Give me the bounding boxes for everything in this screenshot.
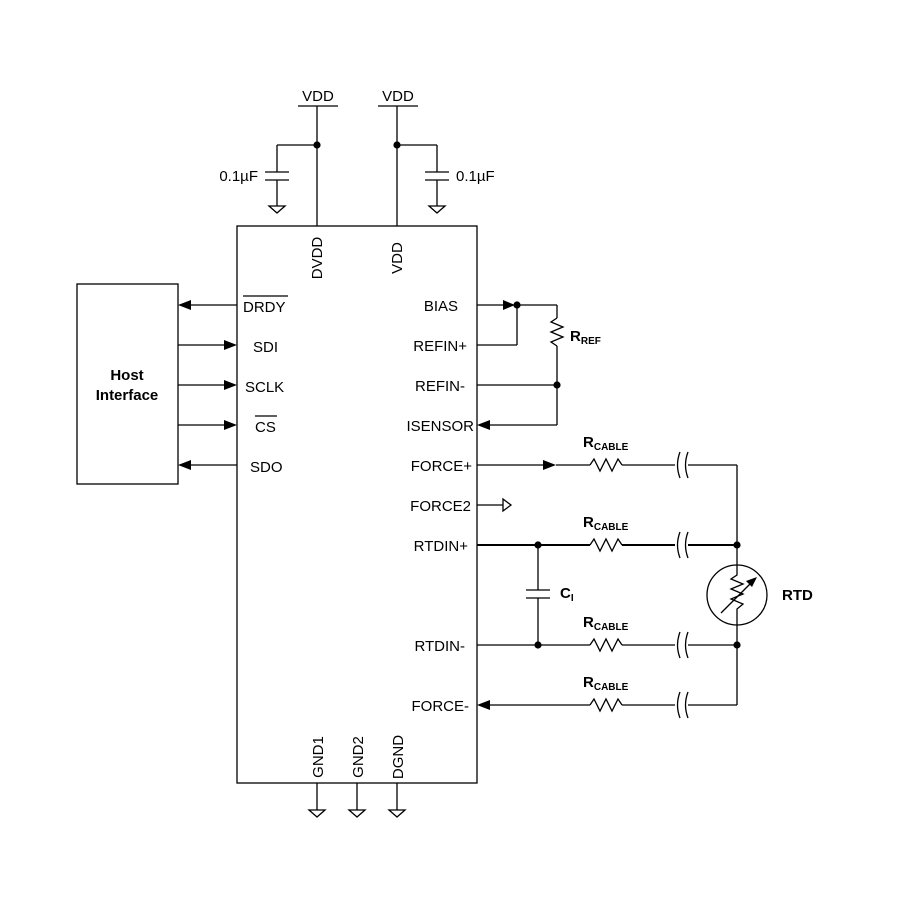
- variable-arrow-icon: [720, 579, 755, 614]
- arrow-head-icon: [746, 577, 757, 587]
- ground-icon: [307, 809, 327, 818]
- arrow-right-icon: [543, 460, 556, 470]
- pin-rtdin-plus: RTDIN+: [414, 538, 469, 555]
- cable-label-4: RCABLE: [583, 674, 629, 693]
- decoupling-capacitor-left: 0.1µF: [219, 168, 289, 214]
- pin-dvdd: DVDD: [309, 237, 326, 280]
- pin-gnd1: GND1: [310, 736, 327, 778]
- arrow-left-icon: [477, 420, 490, 430]
- pin-bias: BIAS: [424, 298, 458, 315]
- cable-resistor-4: [589, 697, 623, 713]
- cable-break-icon: [676, 631, 681, 659]
- pin-cs: CS: [255, 419, 276, 436]
- cap-left-label: 0.1µF: [219, 168, 258, 185]
- rtd-resistor: [729, 565, 745, 625]
- spi-signal-lines: [178, 300, 237, 470]
- pin-force-minus: FORCE-: [412, 698, 470, 715]
- pin-force-plus: FORCE+: [411, 458, 473, 475]
- rref-label: RREF: [570, 328, 601, 347]
- cable-label-1: RCABLE: [583, 434, 629, 453]
- pin-sclk: SCLK: [245, 379, 284, 396]
- cable-break-icon: [676, 531, 681, 559]
- pin-force2: FORCE2: [410, 498, 471, 515]
- ground-icon: [427, 205, 447, 214]
- host-label-line1: Host: [110, 367, 143, 384]
- cable-break-icon: [676, 451, 681, 479]
- pin-isensor: ISENSOR: [406, 418, 474, 435]
- force-plus-cable: [477, 451, 738, 545]
- arrow-right-icon: [224, 420, 237, 430]
- rtd-sensor: [706, 564, 768, 645]
- arrow-left-icon: [477, 700, 490, 710]
- cable-resistor-2: [589, 537, 623, 553]
- ground-icon: [267, 205, 287, 214]
- rref-resistor: [549, 317, 565, 347]
- force-minus-cable: [477, 691, 737, 719]
- host-label-line2: Interface: [96, 387, 159, 404]
- cable-break-icon: [684, 631, 689, 659]
- vdd-right-label: VDD: [382, 88, 414, 105]
- cable-label-3: RCABLE: [583, 614, 629, 633]
- pin-refin-plus: REFIN+: [413, 338, 467, 355]
- arrow-right-icon: [224, 340, 237, 350]
- input-capacitor: [526, 545, 550, 645]
- cable-break-icon: [684, 691, 689, 719]
- host-interface-block: [76, 283, 179, 485]
- arrow-left-icon: [178, 460, 191, 470]
- vdd-supply-right: VDD: [378, 88, 438, 226]
- cable-label-2: RCABLE: [583, 514, 629, 533]
- chip-ground-connections: [307, 783, 407, 818]
- arrow-right-icon: [503, 300, 515, 310]
- cable-break-icon: [676, 691, 681, 719]
- vdd-left-label: VDD: [302, 88, 334, 105]
- pin-drdy: DRDY: [243, 299, 286, 316]
- pin-vdd: VDD: [389, 242, 406, 274]
- reference-network: [477, 300, 565, 430]
- ci-label: CI: [560, 585, 574, 604]
- cable-break-icon: [684, 451, 689, 479]
- pin-dgnd: DGND: [390, 735, 407, 779]
- cable-break-icon: [684, 531, 689, 559]
- pin-gnd2: GND2: [350, 736, 367, 778]
- cap-right-label: 0.1µF: [456, 168, 495, 185]
- ground-icon: [347, 809, 367, 818]
- vdd-supply-left: VDD: [276, 88, 338, 226]
- arrow-left-icon: [178, 300, 191, 310]
- open-arrow-icon: [502, 497, 513, 513]
- rtdin-minus-cable: [477, 631, 741, 705]
- cable-resistor-1: [589, 457, 623, 473]
- ground-icon: [387, 809, 407, 818]
- arrow-right-icon: [224, 380, 237, 390]
- force2-output: [477, 497, 513, 513]
- pin-refin-minus: REFIN-: [415, 378, 465, 395]
- cable-resistor-3: [589, 637, 623, 653]
- pin-rtdin-minus: RTDIN-: [414, 638, 465, 655]
- decoupling-capacitor-right: 0.1µF: [425, 168, 495, 214]
- pin-sdo: SDO: [250, 459, 283, 476]
- pin-sdi: SDI: [253, 339, 278, 356]
- rtd-label: RTD: [782, 587, 813, 604]
- rtdin-plus-cable: [477, 531, 741, 565]
